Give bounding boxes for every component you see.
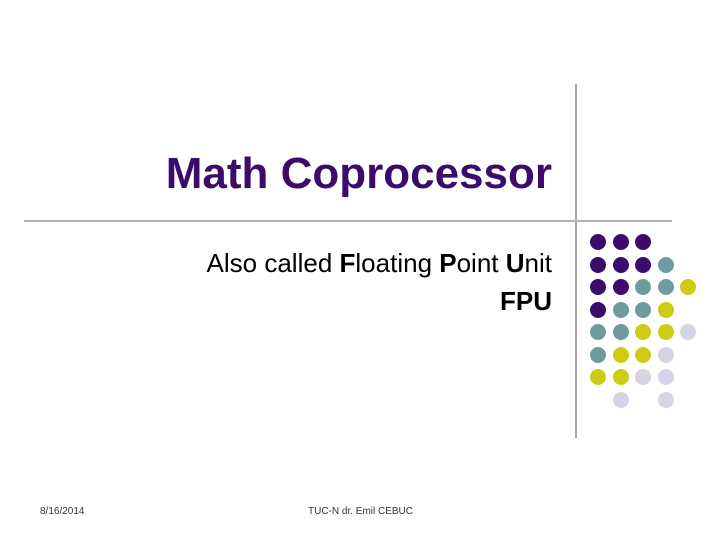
- subtitle-part: oint: [456, 248, 506, 278]
- dot-icon: [657, 369, 674, 385]
- footer-author: TUC-N dr. Emil CEBUC: [308, 506, 414, 517]
- subtitle-line-1: Also called Floating Point Unit: [207, 248, 552, 278]
- dot-icon: [612, 346, 629, 363]
- dot-icon: [612, 234, 629, 250]
- subtitle-part: Also called: [206, 248, 340, 278]
- dot-icon: [612, 279, 629, 295]
- dot-icon: [590, 256, 606, 273]
- subtitle-part: loating: [355, 248, 440, 278]
- dot-icon: [635, 346, 651, 363]
- dot-icon: [590, 346, 606, 363]
- dot-icon: [635, 256, 651, 273]
- dot-icon: [657, 346, 674, 363]
- subtitle-part: nit: [524, 248, 552, 278]
- dot-icon: [612, 301, 629, 318]
- dot-icon: [635, 279, 651, 295]
- dot-icon: [635, 301, 651, 318]
- dot-icon: [657, 324, 674, 340]
- subtitle-part-bold: U: [505, 248, 525, 278]
- dot-icon: [590, 369, 606, 385]
- subtitle-part-bold: P: [439, 248, 457, 278]
- subtitle-line-2: FPU: [500, 286, 552, 316]
- dot-icon: [657, 391, 674, 408]
- vertical-divider: [575, 84, 577, 438]
- dot-icon: [612, 256, 629, 273]
- dot-icon: [680, 279, 696, 295]
- dot-icon: [635, 369, 651, 385]
- dot-icon: [680, 324, 696, 340]
- slide-title: Math Coprocessor: [165, 149, 552, 198]
- slide-subtitle: Also called Floating Point Unit FPU: [207, 248, 552, 316]
- dot-icon: [635, 324, 651, 340]
- dot-icon: [590, 301, 606, 318]
- horizontal-divider: [24, 220, 672, 222]
- dot-icon: [590, 234, 606, 250]
- footer-date: 8/16/2014: [40, 506, 85, 517]
- dot-icon: [612, 369, 629, 385]
- dot-icon: [657, 301, 674, 318]
- dot-icon: [590, 324, 606, 340]
- dot-icon: [612, 391, 629, 408]
- subtitle-part-bold: F: [339, 248, 356, 278]
- dot-icon: [657, 279, 674, 295]
- dot-icon: [612, 324, 629, 340]
- dot-icon: [657, 256, 674, 273]
- dot-icon: [590, 279, 606, 295]
- dot-icon: [635, 234, 651, 250]
